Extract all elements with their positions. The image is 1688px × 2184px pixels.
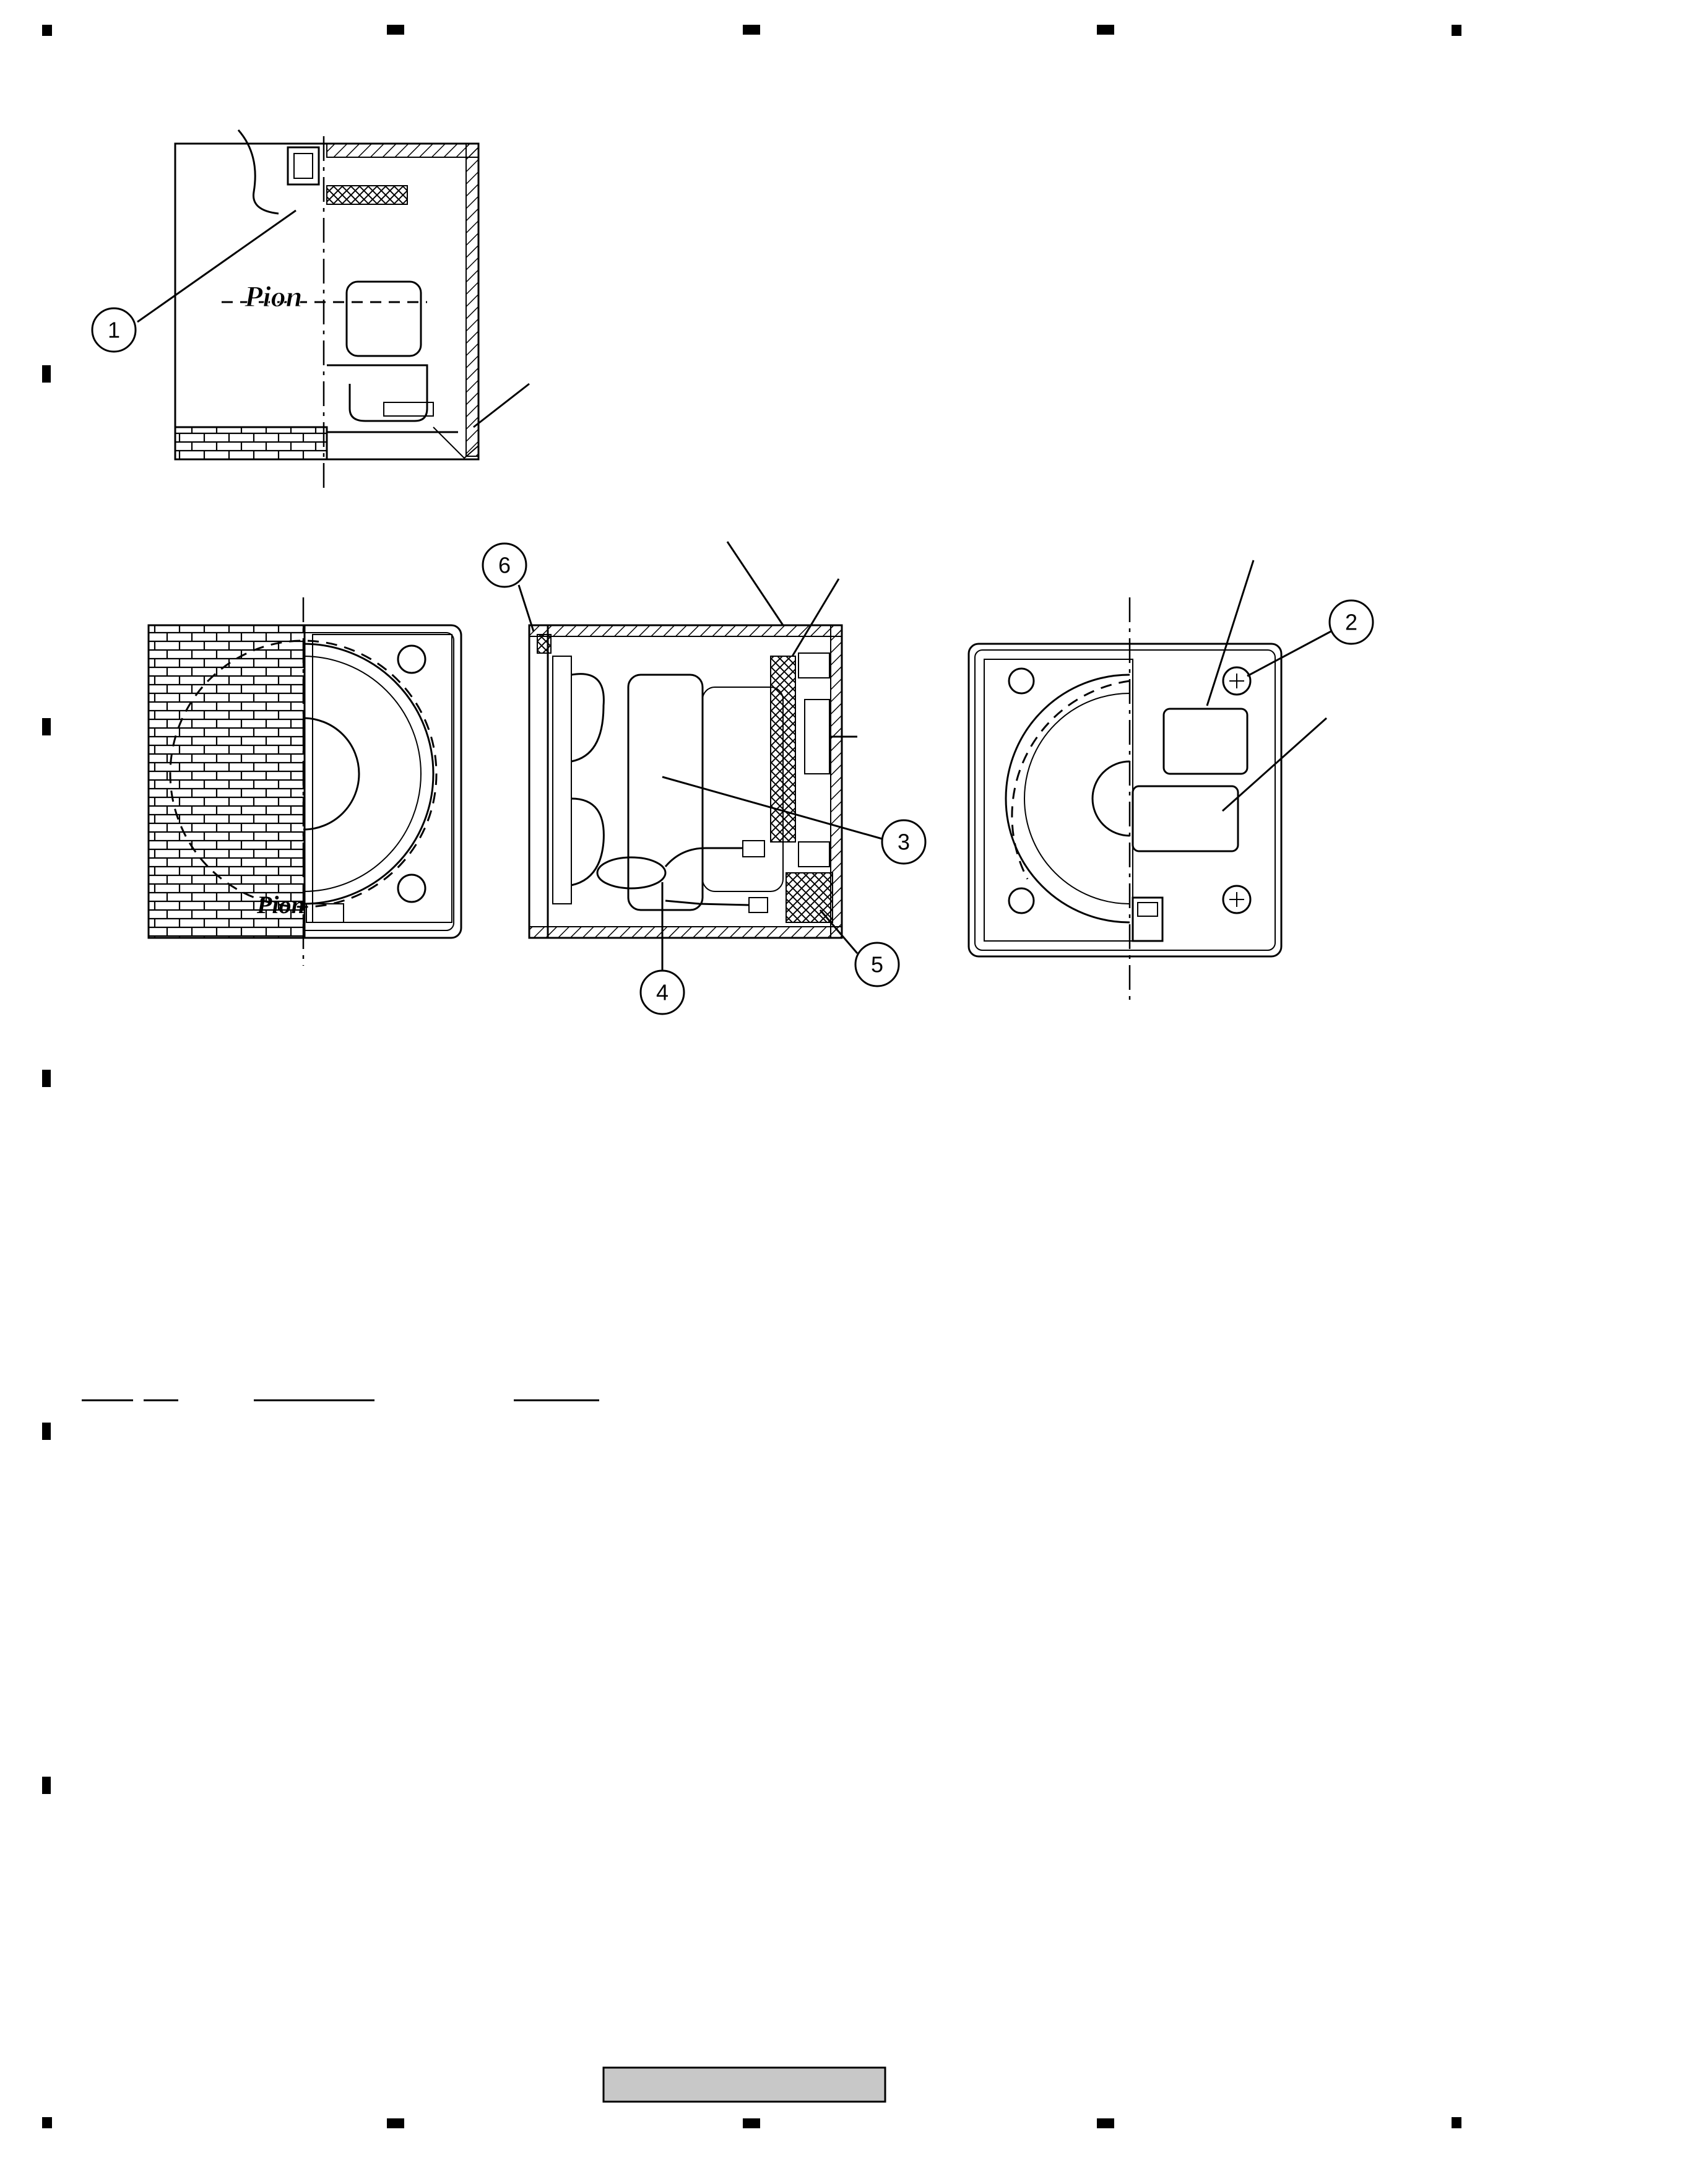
callout-1: 1 xyxy=(91,307,137,353)
front-view: Pion xyxy=(147,597,462,966)
front-view-logo: Pion xyxy=(256,891,305,919)
callout-5: 5 xyxy=(819,909,900,987)
callout-3-label: 3 xyxy=(898,830,910,855)
footer-bar xyxy=(602,2066,886,2103)
callout-5-label: 5 xyxy=(871,952,883,977)
callout-3: 3 xyxy=(662,776,927,865)
callout-2: 2 xyxy=(1247,599,1374,677)
callout-6: 6 xyxy=(482,542,535,632)
registration-marks xyxy=(42,25,1461,2128)
callout-2-label: 2 xyxy=(1345,610,1357,635)
top-view: Pion xyxy=(137,129,530,489)
rear-view xyxy=(967,560,1327,1006)
callout-1-label: 1 xyxy=(108,318,120,343)
section-view xyxy=(528,541,857,939)
callout-6-label: 6 xyxy=(498,553,511,578)
callout-4-label: 4 xyxy=(656,980,669,1005)
top-view-logo: Pion xyxy=(244,280,302,313)
callout-4: 4 xyxy=(639,882,685,1015)
